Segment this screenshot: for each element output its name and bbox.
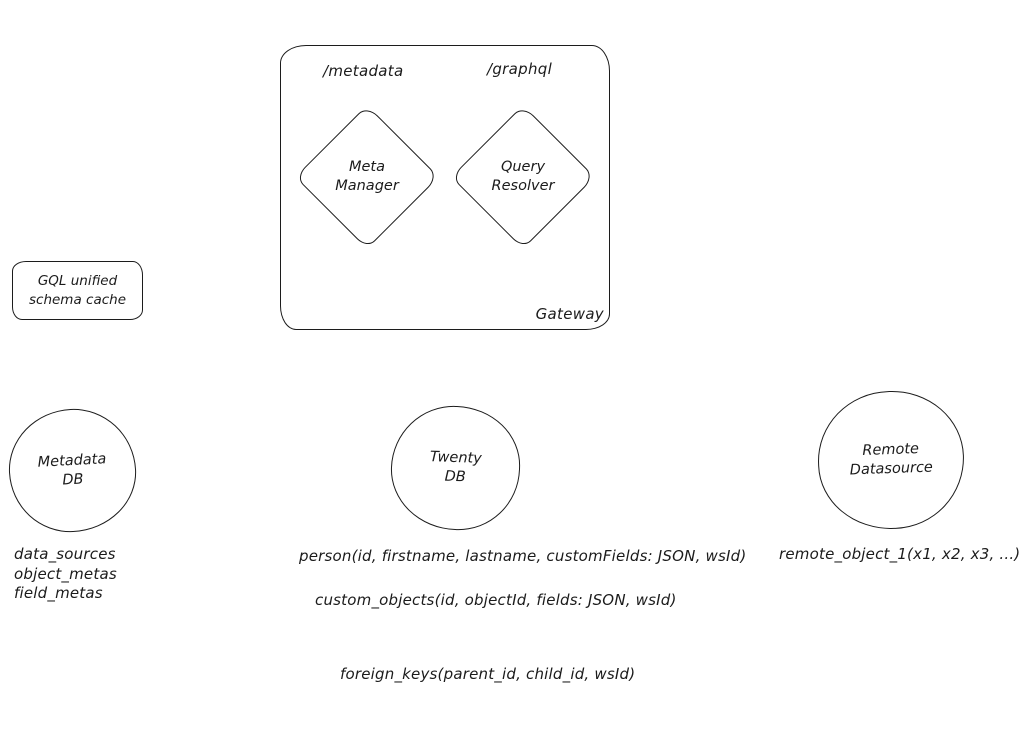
twenty-db-circle: Twenty DB [388, 403, 523, 533]
table-label: foreign_keys(parent_id, child_id, wsId) [340, 665, 636, 683]
table-label: custom_objects(id, objectId, fields: JSO… [315, 591, 677, 609]
table-label: remote_object_1(x1, x2, x3, ...) [779, 545, 1021, 563]
twenty-db-label: Twenty DB [429, 449, 483, 486]
remote-datasource-circle: Remote Datasource [815, 388, 967, 532]
remote-datasource-label: Remote Datasource [849, 441, 934, 479]
metadata-db-circle: Metadata DB [5, 405, 140, 536]
table-label: data_sources [14, 545, 116, 563]
metadata-db-tables: data_sources object_metas field_metas [14, 545, 117, 604]
table-label: field_metas [14, 584, 103, 602]
query-resolver-label: Query Resolver [491, 159, 555, 194]
table-label: object_metas [14, 564, 117, 583]
table-label: person(id, firstname, lastname, customFi… [299, 547, 747, 565]
schema-cache-label: GQL unified schema cache [28, 273, 126, 308]
endpoint-metadata-label: /metadata [323, 62, 404, 80]
metadata-db-label: Metadata DB [37, 450, 107, 489]
gateway-box: /metadata /graphql Gateway [280, 45, 610, 330]
meta-manager-label: Meta Manager [335, 159, 399, 194]
gateway-label: Gateway [535, 305, 604, 323]
schema-cache-box: GQL unified schema cache [12, 261, 143, 320]
endpoint-graphql-label: /graphql [487, 60, 553, 78]
